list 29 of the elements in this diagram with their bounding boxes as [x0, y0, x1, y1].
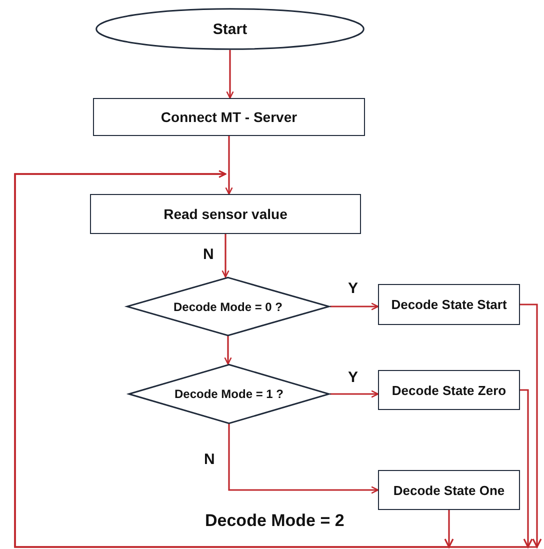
node-label: Connect MT - Server — [160, 109, 298, 125]
node-label: Decode Mode = 0 ? — [173, 300, 283, 314]
arrow — [330, 302, 379, 310]
arrow — [222, 234, 230, 278]
node-label: Decode State Zero — [392, 382, 506, 398]
process-box — [378, 370, 520, 410]
decision-diamond — [126, 277, 330, 336]
note-label: Decode Mode = 2 — [205, 511, 344, 531]
arrow — [225, 136, 233, 195]
edge-label: Y — [347, 370, 360, 385]
edge-label: N — [203, 452, 216, 467]
arrow — [14, 170, 450, 548]
start-terminal — [95, 8, 365, 50]
process-box — [93, 98, 365, 136]
decision-diamond — [128, 364, 330, 424]
arrow — [226, 50, 234, 99]
arrow — [228, 424, 379, 494]
edge-label: N — [202, 247, 215, 262]
node-label: Start — [212, 20, 248, 38]
process-box — [378, 284, 520, 325]
arrow — [224, 336, 232, 365]
process-box — [90, 194, 361, 234]
process-box — [378, 470, 520, 510]
node-label: Decode Mode = 1 ? — [174, 387, 284, 401]
node-label: Decode State One — [393, 482, 505, 498]
edge-label: Y — [347, 281, 360, 296]
arrow — [330, 390, 379, 398]
node-label: Read sensor value — [164, 206, 288, 222]
node-label: Decode State Start — [391, 297, 507, 312]
